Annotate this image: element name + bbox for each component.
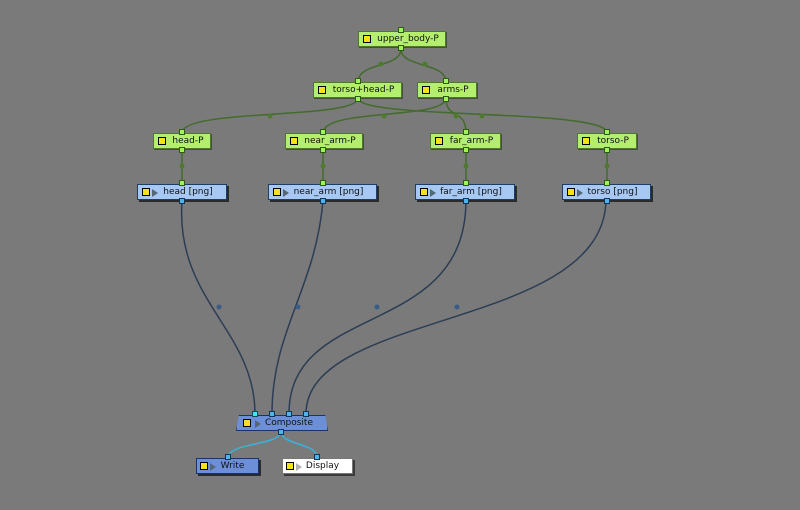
input-port[interactable]: [225, 454, 231, 460]
node-label: far_arm [png]: [440, 187, 502, 197]
enable-toggle[interactable]: [567, 188, 575, 196]
input-port[interactable]: [269, 411, 275, 417]
wire-dot[interactable]: [320, 163, 326, 169]
output-port[interactable]: [179, 198, 185, 204]
output-port[interactable]: [443, 96, 449, 102]
enable-toggle[interactable]: [363, 35, 371, 43]
node-label: arms-P: [437, 85, 469, 95]
wire-dot[interactable]: [374, 304, 380, 310]
input-port[interactable]: [320, 180, 326, 186]
input-port[interactable]: [604, 129, 610, 135]
output-port[interactable]: [398, 45, 404, 51]
play-icon: [210, 463, 216, 471]
node-display[interactable]: Display: [282, 458, 353, 474]
play-icon: [283, 189, 289, 197]
node-label: far_arm-P: [449, 136, 494, 146]
enable-toggle[interactable]: [318, 86, 326, 94]
wire-dot[interactable]: [267, 113, 273, 119]
play-icon: [296, 463, 302, 471]
enable-toggle[interactable]: [200, 462, 208, 470]
output-port[interactable]: [179, 147, 185, 153]
play-icon: [255, 420, 261, 428]
node-label: near_arm [png]: [293, 187, 364, 197]
wire-dot[interactable]: [295, 304, 301, 310]
input-port[interactable]: [252, 411, 258, 417]
wire-head-to-composite: [180, 200, 256, 415]
input-port[interactable]: [604, 180, 610, 186]
wire-composite-to-display: [280, 430, 318, 459]
node-write[interactable]: Write: [196, 458, 259, 474]
node-label: Display: [305, 461, 340, 471]
output-port[interactable]: [320, 147, 326, 153]
node-label: torso+head-P: [332, 85, 395, 95]
wire-dot[interactable]: [179, 163, 185, 169]
enable-toggle[interactable]: [286, 462, 294, 470]
play-icon: [577, 189, 583, 197]
wire-far-arm-to-composite: [288, 200, 467, 415]
wire-dot[interactable]: [453, 113, 459, 119]
play-icon: [430, 189, 436, 197]
input-port[interactable]: [179, 129, 185, 135]
input-port[interactable]: [463, 129, 469, 135]
wire-dot[interactable]: [479, 113, 485, 119]
enable-toggle[interactable]: [435, 137, 443, 145]
enable-toggle[interactable]: [290, 137, 298, 145]
node-label: torso [png]: [587, 187, 638, 197]
input-port[interactable]: [443, 78, 449, 84]
wire-dot[interactable]: [381, 113, 387, 119]
node-label: head-P: [172, 136, 204, 146]
enable-toggle[interactable]: [273, 188, 281, 196]
input-port[interactable]: [179, 180, 185, 186]
input-port[interactable]: [320, 129, 326, 135]
wire-dot[interactable]: [454, 304, 460, 310]
play-icon: [152, 189, 158, 197]
wire-dot[interactable]: [378, 61, 384, 67]
wire-near-arm-to-composite: [271, 200, 324, 415]
output-port[interactable]: [463, 147, 469, 153]
input-port[interactable]: [286, 411, 292, 417]
enable-toggle[interactable]: [158, 137, 166, 145]
output-port[interactable]: [278, 429, 284, 435]
wire-dot[interactable]: [422, 61, 428, 67]
enable-toggle[interactable]: [582, 137, 590, 145]
wire-dot[interactable]: [463, 163, 469, 169]
node-label: Write: [220, 461, 245, 471]
input-port[interactable]: [303, 411, 309, 417]
output-port[interactable]: [604, 147, 610, 153]
wire-dot[interactable]: [216, 304, 222, 310]
node-label: torso-P: [597, 136, 629, 146]
enable-toggle[interactable]: [420, 188, 428, 196]
input-port[interactable]: [314, 454, 320, 460]
output-port[interactable]: [604, 198, 610, 204]
output-port[interactable]: [463, 198, 469, 204]
enable-toggle[interactable]: [422, 86, 430, 94]
node-label: Composite: [264, 418, 314, 428]
node-label: upper_body-P: [377, 34, 439, 44]
output-port[interactable]: [355, 96, 361, 102]
input-port[interactable]: [398, 27, 404, 33]
node-label: head [png]: [163, 187, 213, 197]
input-port[interactable]: [463, 180, 469, 186]
output-port[interactable]: [320, 198, 326, 204]
wire-torso-to-composite: [305, 200, 607, 415]
enable-toggle[interactable]: [243, 419, 251, 427]
enable-toggle[interactable]: [142, 188, 150, 196]
node-label: near_arm-P: [304, 136, 356, 146]
wire-composite-to-write: [227, 430, 282, 459]
input-port[interactable]: [355, 78, 361, 84]
wire-dot[interactable]: [604, 163, 610, 169]
